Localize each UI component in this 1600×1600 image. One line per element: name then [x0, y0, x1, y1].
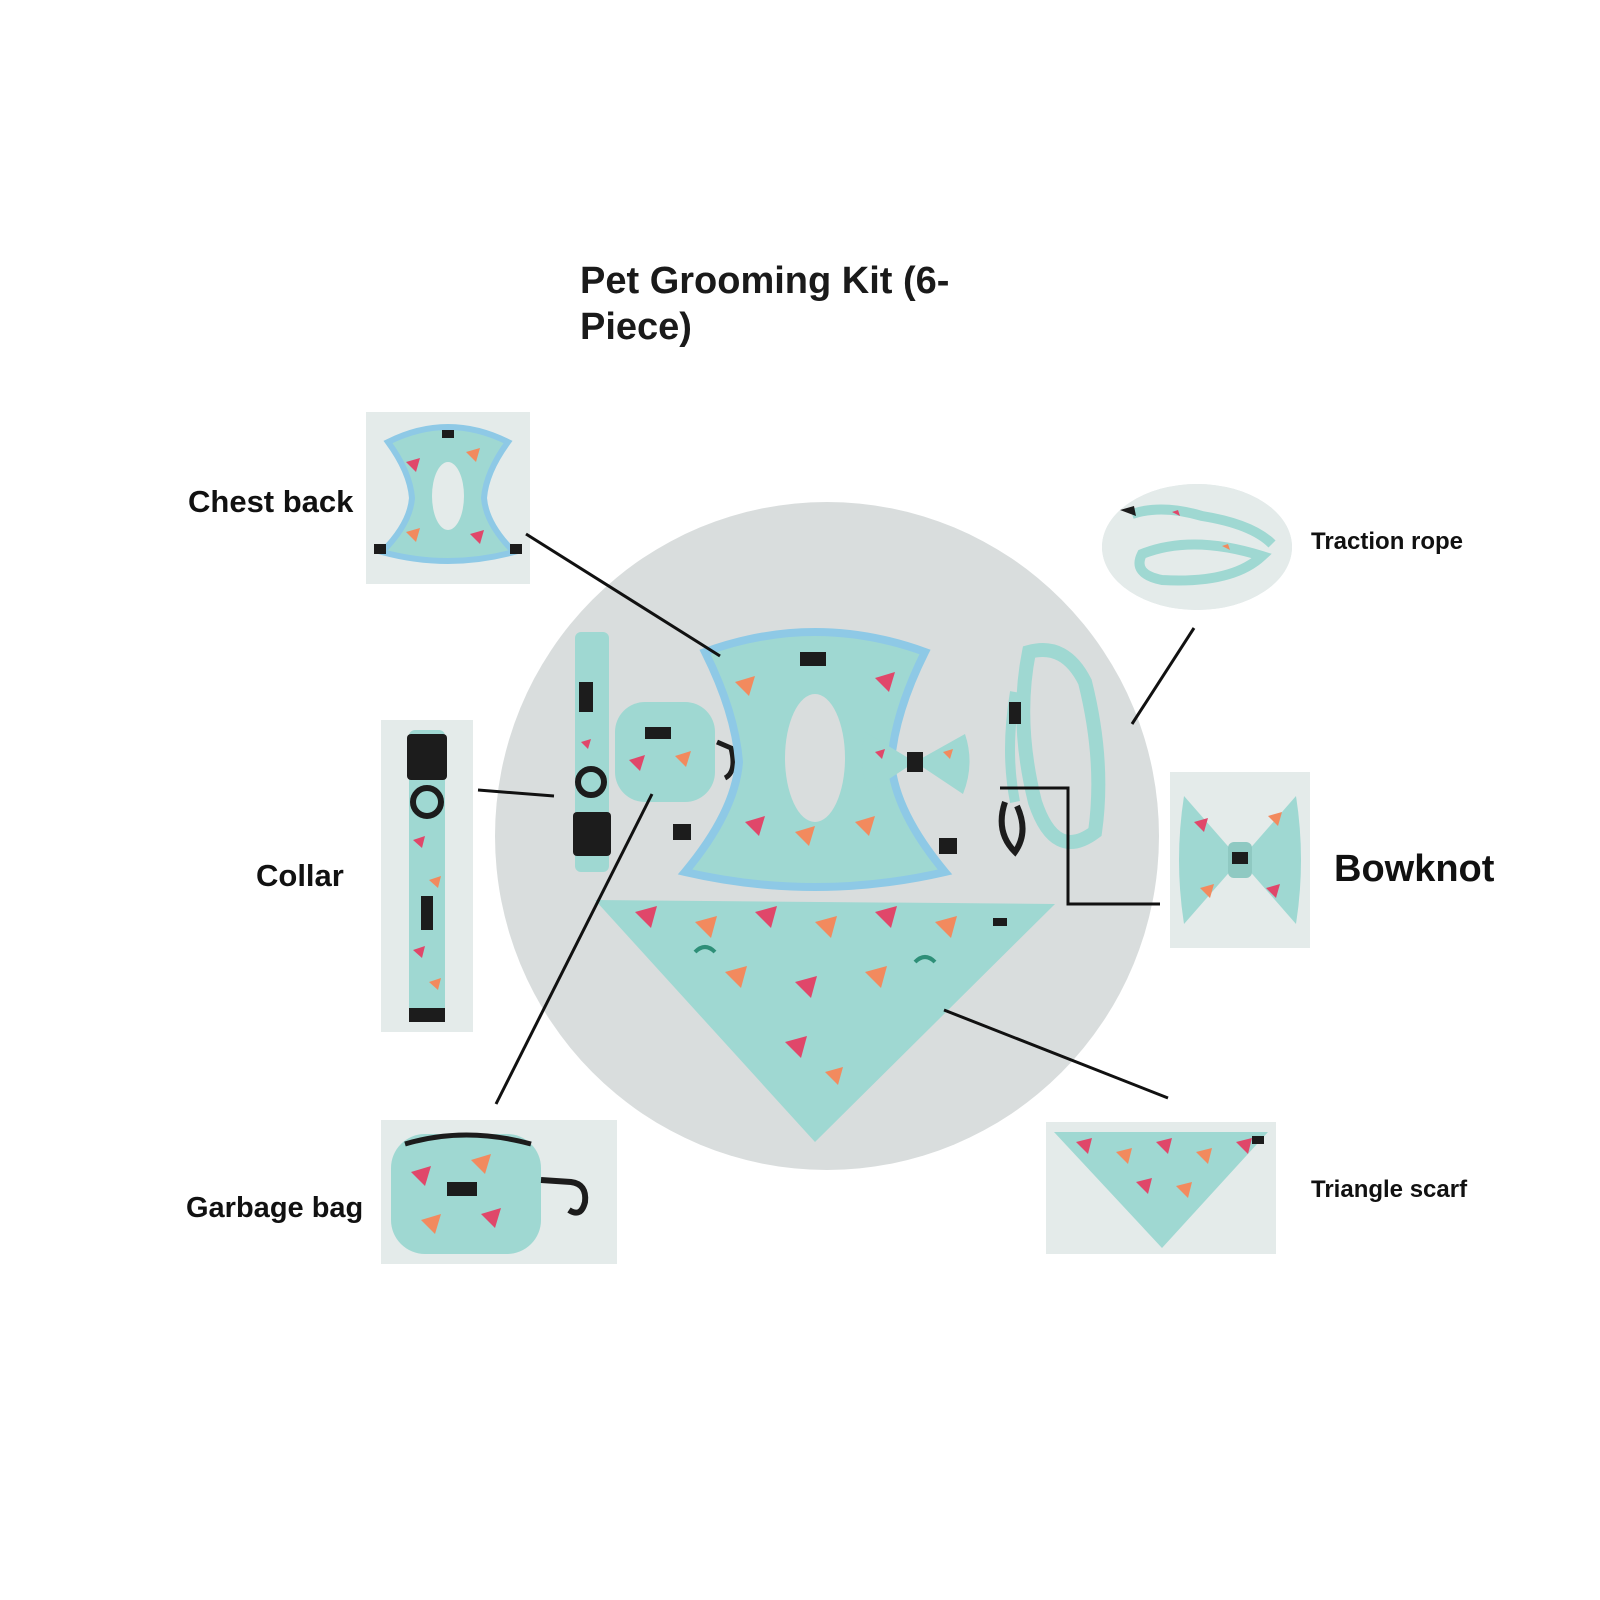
label-bowknot: Bowknot — [1334, 848, 1495, 890]
bandana-icon — [1046, 1122, 1276, 1254]
kit-overview-image — [495, 502, 1159, 1170]
traction-rope-photo — [1102, 484, 1292, 610]
bowtie-icon — [1170, 772, 1310, 948]
label-garbage-bag: Garbage bag — [186, 1192, 364, 1224]
page-title: Pet Grooming Kit (6-Piece) — [580, 260, 950, 348]
chest-back-photo — [366, 412, 530, 584]
label-traction-rope: Traction rope — [1311, 528, 1464, 555]
garbage-bag-photo — [381, 1120, 617, 1264]
collar-icon — [381, 720, 473, 1032]
bowtie-icon — [861, 732, 970, 794]
label-collar: Collar — [256, 858, 344, 893]
kit-overview-photo — [495, 502, 1159, 1170]
label-chest-back: Chest back — [188, 484, 354, 519]
harness-icon — [366, 412, 530, 584]
collar-photo — [381, 720, 473, 1032]
harness-icon — [673, 628, 957, 891]
pouch-icon — [615, 702, 736, 802]
pouch-icon — [381, 1120, 617, 1264]
collar-icon — [573, 632, 611, 872]
bowknot-photo — [1170, 772, 1310, 948]
label-triangle-scarf: Triangle scarf — [1311, 1176, 1468, 1203]
leash-icon — [1102, 484, 1292, 610]
triangle-scarf-photo — [1046, 1122, 1276, 1254]
